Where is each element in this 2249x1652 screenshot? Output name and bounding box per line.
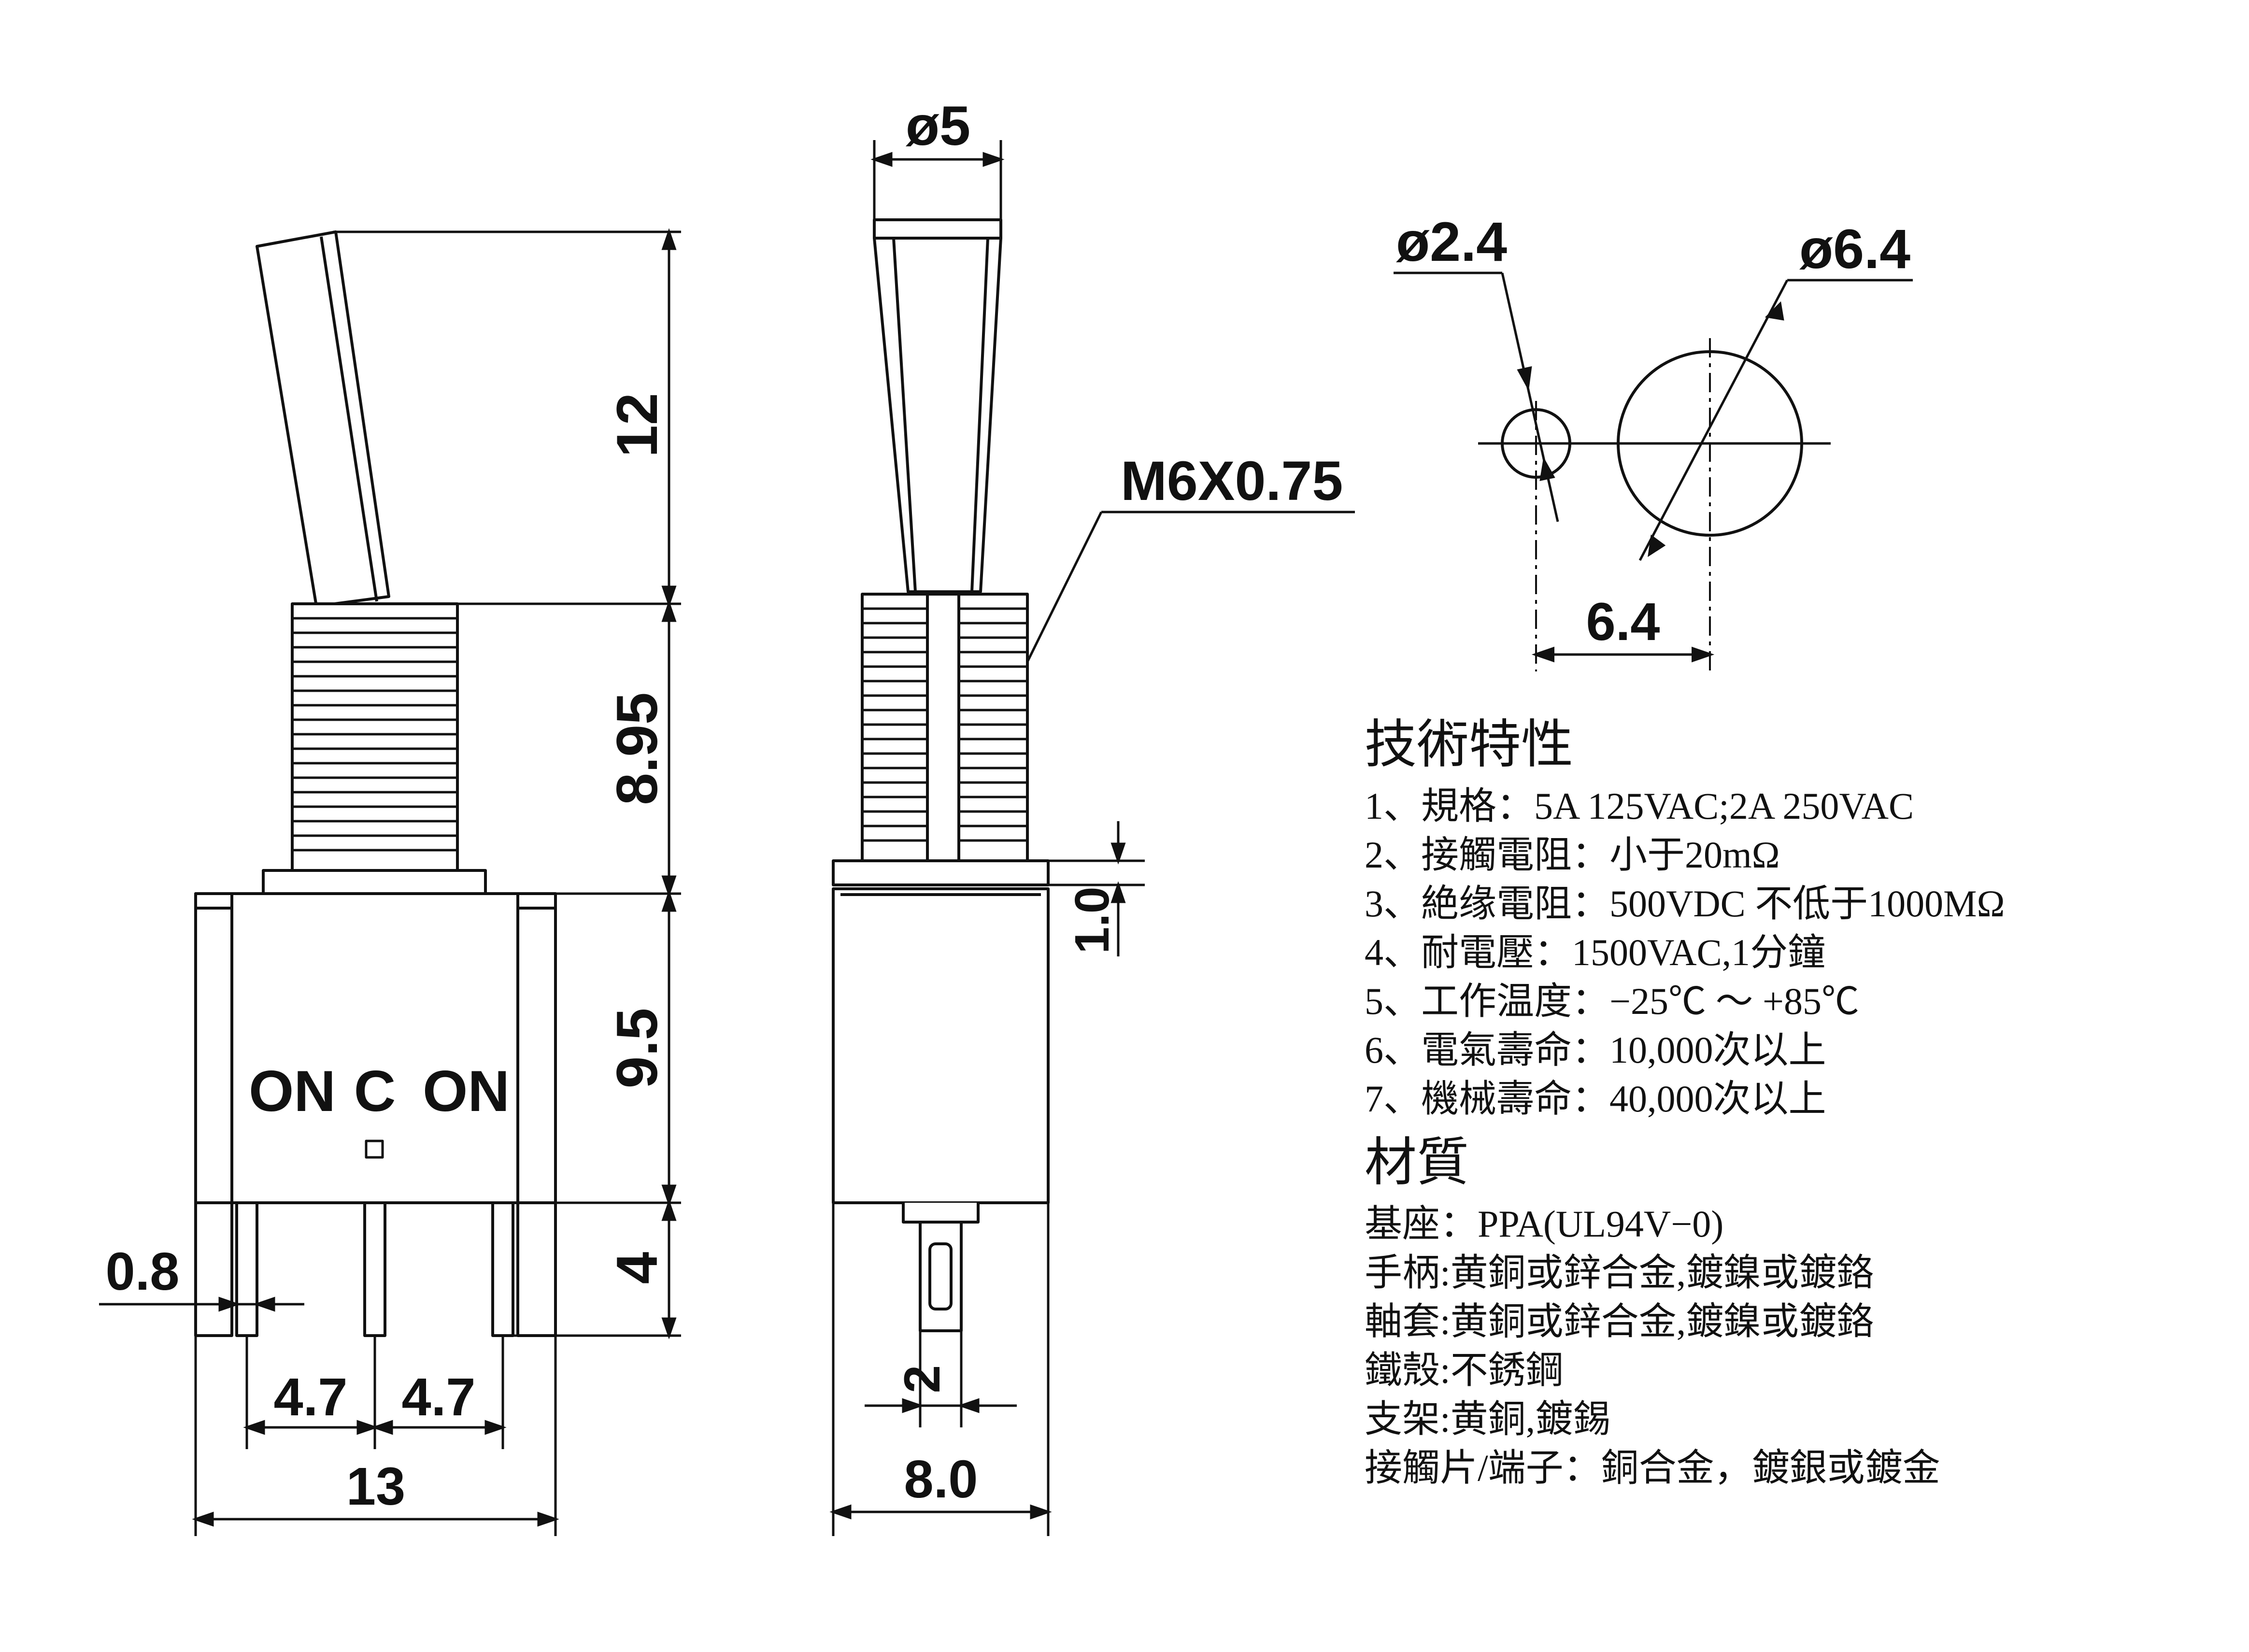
- spec-item: 2、接觸電阻：小于20mΩ: [1365, 834, 1780, 876]
- front-view: [194, 230, 557, 1337]
- dim-lever-tip-diameter: ø5: [906, 95, 970, 157]
- dim-pitch-left: 4.7: [274, 1367, 348, 1427]
- dim-terminal-width: 0.8: [106, 1242, 180, 1301]
- front-mount-plate: [262, 869, 487, 896]
- dim-small-hole-diameter: ø2.4: [1396, 211, 1507, 273]
- front-vertical-dims: [333, 228, 681, 1339]
- dim-pitch-right: 4.7: [402, 1367, 476, 1427]
- materials-list: 基座：PPA(UL94V−0) 手柄:黄銅或鋅合金,鍍鎳或鍍鉻 軸套:黄銅或鋅合…: [1365, 1199, 2215, 1492]
- panel-cutout: [1394, 271, 1913, 671]
- side-lever: [873, 237, 1002, 593]
- side-terminal-base: [902, 1203, 980, 1224]
- front-lever: [256, 230, 390, 608]
- specs-list: 1、規格：5A 125VAC;2A 250VAC 2、接觸電阻：小于20mΩ 3…: [1365, 782, 2215, 1123]
- side-terminal: [919, 1221, 963, 1332]
- spec-item: 7、機械壽命：40,000次以上: [1365, 1078, 1826, 1120]
- spec-panel: 技術特性 1、規格：5A 125VAC;2A 250VAC 2、接觸電阻：小于2…: [1365, 709, 2215, 1492]
- front-terminal-left: [235, 1201, 258, 1337]
- front-frame-leg-right: [516, 892, 557, 1337]
- material-item: 手柄:黄銅或鋅合金,鍍鎳或鍍鉻: [1365, 1252, 1875, 1294]
- side-body: [832, 887, 1050, 1204]
- front-label-c: C: [354, 1059, 396, 1124]
- front-center-marker: [365, 1139, 384, 1159]
- side-thread: [862, 607, 1027, 842]
- front-frame-leg-left: [194, 892, 233, 1337]
- front-label-on-left: ON: [249, 1059, 336, 1124]
- side-terminal-hole: [928, 1242, 953, 1310]
- material-item: 基座：PPA(UL94V−0): [1365, 1203, 1724, 1245]
- front-terminal-right: [491, 1201, 514, 1337]
- material-item: 接觸片/端子：銅合金，鍍銀或鍍金: [1365, 1447, 1940, 1489]
- front-bottom-dims: [99, 1296, 559, 1536]
- spec-item: 6、電氣壽命：10,000次以上: [1365, 1029, 1826, 1071]
- material-item: 支架:黄銅,鍍錫: [1365, 1398, 1611, 1440]
- dim-bushing-height: 8.95: [605, 692, 669, 805]
- material-item: 鐵殼:不銹鋼: [1365, 1349, 1564, 1391]
- dim-body-height: 9.5: [605, 1008, 669, 1089]
- side-mount-plate: [832, 859, 1050, 886]
- front-label-on-right: ON: [423, 1059, 510, 1124]
- specs-title: 技術特性: [1365, 716, 1574, 774]
- dim-terminal-length: 4: [605, 1252, 669, 1284]
- side-bushing-slot: [926, 593, 960, 883]
- materials-title: 材質: [1365, 1134, 1469, 1192]
- thread-spec-label: M6X0.75: [1121, 450, 1343, 512]
- front-terminal-center: [363, 1201, 386, 1337]
- dim-depth: 8.0: [904, 1450, 978, 1509]
- spec-item: 1、規格：5A 125VAC;2A 250VAC: [1365, 785, 1914, 827]
- dim-nut-thickness: 1.0: [1065, 886, 1119, 954]
- side-lever-tip: [873, 218, 1002, 240]
- dim-side-terminal-width: 2: [894, 1365, 951, 1393]
- front-thread: [292, 617, 457, 852]
- spec-item: 3、絶缘電阻：500VDC 不低于1000MΩ: [1365, 883, 2005, 925]
- spec-item: 5、工作温度：−25℃ ～ +85℃: [1365, 980, 1859, 1022]
- front-body: [194, 892, 557, 1204]
- side-view: [832, 218, 1050, 1332]
- dim-large-hole-diameter: ø6.4: [1799, 218, 1910, 280]
- front-bushing: [291, 602, 459, 872]
- dim-overall-width: 13: [346, 1457, 405, 1516]
- dim-hole-spacing: 6.4: [1586, 592, 1660, 652]
- front-terminal-labels: ON C ON: [249, 1059, 510, 1124]
- material-item: 軸套:黄銅或鋅合金,鍍鎳或鍍鉻: [1365, 1300, 1875, 1342]
- side-dims: [829, 140, 1355, 1536]
- spec-item: 4、耐電壓：1500VAC,1分鐘: [1365, 931, 1826, 973]
- dim-lever-height: 12: [605, 393, 669, 457]
